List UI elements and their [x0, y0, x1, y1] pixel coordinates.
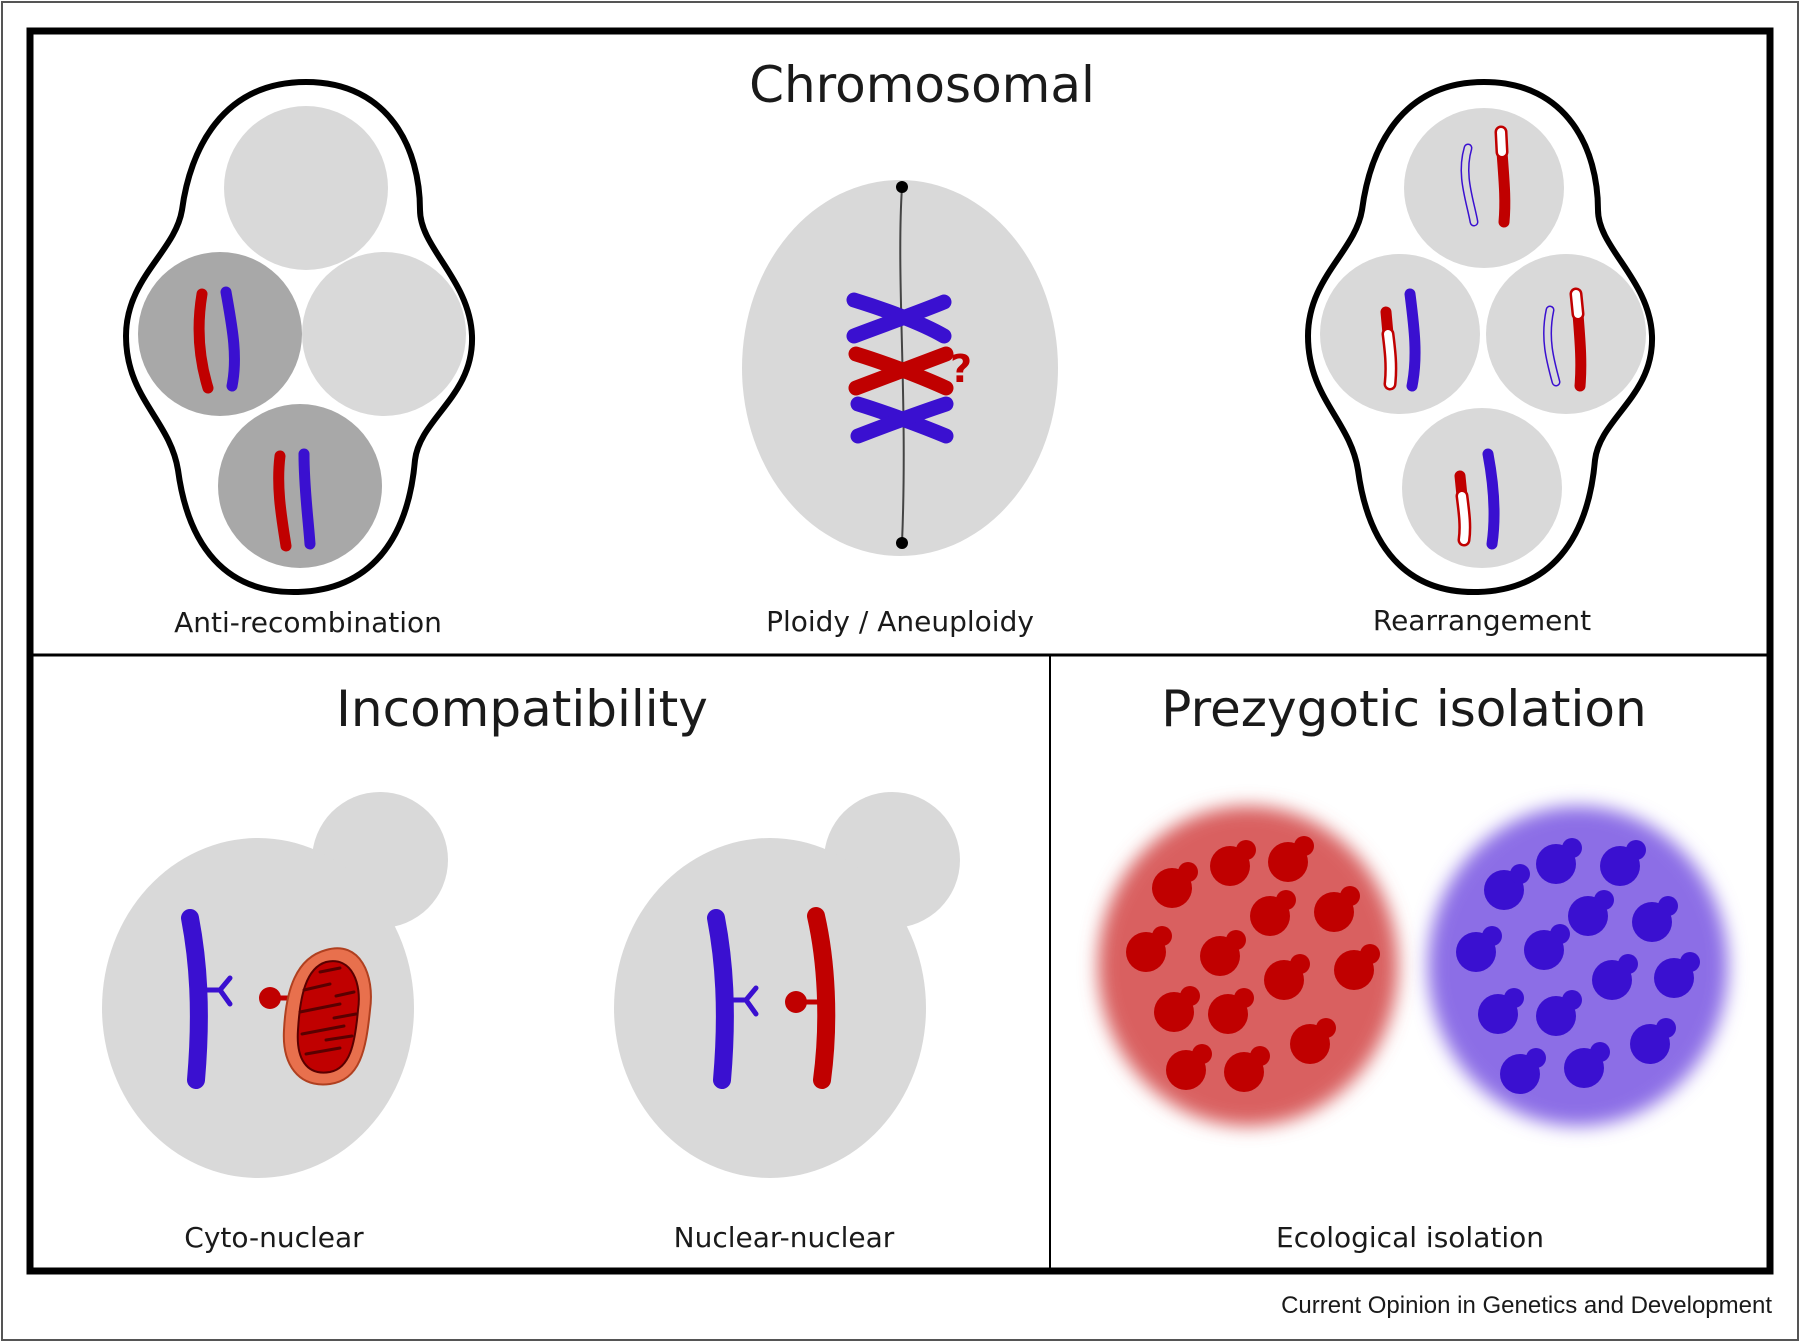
red-chromosome	[807, 907, 836, 1089]
spore-left	[138, 252, 302, 416]
ploidy-aneuploidy-label: Ploidy / Aneuploidy	[766, 605, 1034, 638]
blue-chromosome-x	[850, 396, 954, 444]
chromosomal-title: Chromosomal	[749, 56, 1095, 114]
blue-chromosome	[181, 909, 208, 1089]
cristae	[298, 966, 358, 1056]
cyto-nuclear-cell	[102, 792, 448, 1178]
blue-chromosome	[220, 286, 240, 392]
ligand-knob	[259, 987, 281, 1009]
blue-chromosome	[707, 909, 734, 1089]
red-chromosome	[273, 450, 292, 552]
prezygotic-panel: Prezygotic isolation	[1098, 680, 1728, 1254]
red-chromosome	[1572, 308, 1587, 392]
red-habitat	[1098, 806, 1398, 1126]
question-mark: ?	[950, 347, 972, 391]
anti-recombination-label: Anti-recombination	[174, 606, 442, 639]
blue-chromosome-x	[846, 292, 952, 344]
ploidy-cell: ?	[742, 180, 1058, 556]
nuclear-nuclear-label: Nuclear-nuclear	[674, 1221, 895, 1254]
ecological-isolation-label: Ecological isolation	[1276, 1221, 1544, 1254]
red-chromosome-x	[848, 346, 954, 396]
spore-top	[224, 106, 388, 270]
spindle-pole	[896, 181, 908, 193]
receptor-shape	[725, 985, 759, 1017]
spore-right	[1486, 254, 1646, 414]
anti-recombination-tetrad	[122, 78, 476, 596]
yeast-mother-cell	[102, 838, 414, 1178]
spindle-pole	[896, 537, 908, 549]
yeast-mother-cell	[614, 838, 926, 1178]
spore-right	[302, 252, 466, 416]
incompatibility-panel: Incompatibility Cyto-nuclear	[102, 680, 960, 1254]
spore-bottom	[1402, 408, 1562, 568]
prezygotic-title: Prezygotic isolation	[1161, 680, 1646, 738]
cyto-nuclear-label: Cyto-nuclear	[184, 1221, 364, 1254]
tetrad-ascus-outline	[1304, 78, 1656, 596]
red-chromosome	[1496, 146, 1511, 228]
spore-left	[1320, 254, 1480, 414]
blue-chromosome	[1482, 448, 1500, 550]
footer-credit: Current Opinion in Genetics and Developm…	[1281, 1292, 1772, 1319]
blue-chromosome	[298, 448, 316, 550]
nuclear-nuclear-cell	[614, 792, 960, 1178]
chromosomal-panel: Chromosomal Anti-recombination	[122, 56, 1656, 639]
blue-habitat	[1428, 806, 1728, 1126]
rearrangement-tetrad	[1304, 78, 1656, 596]
red-chromosome	[193, 288, 214, 394]
spindle-line	[899, 186, 905, 544]
ligand-knob	[785, 991, 807, 1013]
incompatibility-title: Incompatibility	[336, 680, 708, 738]
spore-top	[1404, 108, 1564, 268]
mitochondrion	[282, 947, 372, 1086]
blue-chromosome	[1404, 288, 1421, 392]
rearrangement-label: Rearrangement	[1373, 604, 1591, 637]
receptor-shape	[199, 975, 233, 1007]
